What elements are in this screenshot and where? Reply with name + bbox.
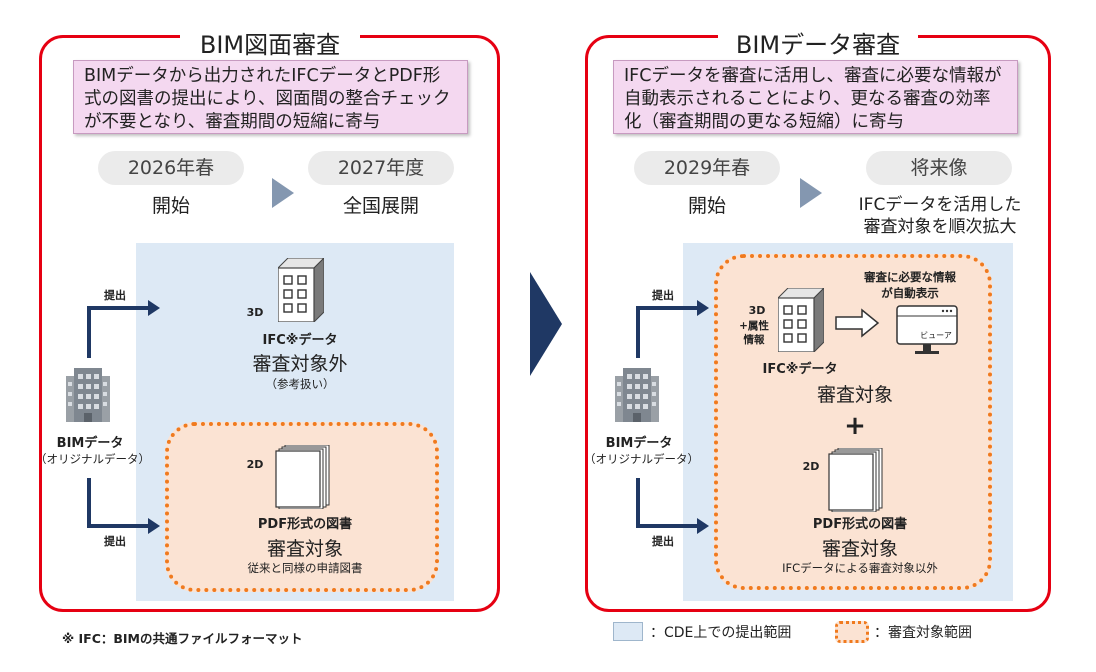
left-arrow-horizontal-bottom <box>87 524 149 528</box>
left-ifc-dim: 3D <box>246 306 264 319</box>
right-timeline-period-1: 2029年春 <box>634 151 780 185</box>
legend-cde-swatch <box>613 622 643 641</box>
arrow-head-icon <box>148 300 160 316</box>
left-submit-top: 提出 <box>104 289 126 302</box>
left-arrow-vertical-top <box>87 308 91 358</box>
timeline-chevron-icon <box>272 178 294 208</box>
left-source-sub: （オリジナルデータ） <box>35 452 150 466</box>
right-source-sub: （オリジナルデータ） <box>584 452 699 466</box>
left-ifc-note: （参考扱い） <box>265 377 335 391</box>
right-ifc-status: 審査対象 <box>816 384 893 406</box>
right-submit-bottom: 提出 <box>652 535 674 548</box>
auto-display-line2: が自動表示 <box>881 286 939 300</box>
left-timeline-label-1: 開始 <box>151 195 190 217</box>
left-pdf-dim: 2D <box>246 458 264 471</box>
document-stack-icon <box>828 448 883 512</box>
right-source-name: BIMデータ <box>605 436 673 451</box>
right-arrow-horizontal-top <box>636 306 698 310</box>
right-pdf-note: IFCデータによる審査対象以外 <box>782 561 938 575</box>
auto-display-line1: 審査に必要な情報 <box>864 270 956 284</box>
left-timeline-label-2: 全国展開 <box>342 195 419 217</box>
left-ifc-status: 審査対象外 <box>252 353 348 375</box>
arrow-head-icon <box>697 300 709 316</box>
bim-building-icon <box>66 368 110 422</box>
timeline-chevron-icon <box>800 178 822 208</box>
right-description: IFCデータを審査に活用し、審査に必要な情報が自動表示されることにより、更なる審… <box>613 60 1018 134</box>
right-ifc-attr1: +属性 <box>739 320 769 332</box>
ifc-building-icon <box>278 258 324 322</box>
right-arrow-vertical-bottom <box>636 478 640 528</box>
arrow-head-icon <box>148 518 160 534</box>
ifc-building-icon <box>778 288 824 352</box>
document-stack-icon <box>275 445 330 509</box>
left-arrow-horizontal-top <box>87 306 149 310</box>
right-ifc-name: IFC※データ <box>762 362 838 377</box>
right-pdf-status: 審査対象 <box>821 538 898 560</box>
right-arrow-horizontal-bottom <box>636 524 698 528</box>
left-pdf-name: PDF形式の図書 <box>257 517 353 532</box>
left-timeline-period-2: 2027年度 <box>308 151 454 185</box>
arrow-head-icon <box>697 518 709 534</box>
right-pdf-name: PDF形式の図書 <box>812 517 908 532</box>
left-pdf-status: 審査対象 <box>266 538 343 560</box>
left-panel-title: BIM図面審査 <box>180 30 360 60</box>
left-timeline-period-1: 2026年春 <box>98 151 244 185</box>
right-timeline-label-1: 開始 <box>687 195 726 217</box>
hollow-arrow-icon <box>835 308 880 338</box>
right-submit-top: 提出 <box>652 289 674 302</box>
viewer-label: ビューア <box>920 331 952 340</box>
footnote: ※ IFC：BIMの共通ファイルフォーマット <box>62 631 303 646</box>
legend-review-label: ：審査対象範囲 <box>874 625 972 641</box>
right-timeline-label-2: IFCデータを活用した <box>858 195 1022 215</box>
bim-building-icon <box>615 368 659 422</box>
right-ifc-attr2: 情報 <box>743 334 765 346</box>
monitor-icon <box>896 305 958 354</box>
left-submit-bottom: 提出 <box>104 535 126 548</box>
left-source-name: BIMデータ <box>56 436 124 451</box>
left-description: BIMデータから出力されたIFCデータとPDF形式の図書の提出により、図面間の整… <box>73 60 468 134</box>
transition-arrow-icon <box>530 272 562 376</box>
left-arrow-vertical-bottom <box>87 478 91 528</box>
legend-cde-label: ：CDE上での提出範囲 <box>650 625 792 641</box>
right-panel-title: BIMデータ審査 <box>718 30 918 60</box>
right-ifc-dim: 3D <box>748 304 766 317</box>
right-pdf-dim: 2D <box>802 460 820 473</box>
left-ifc-name: IFC※データ <box>262 333 338 348</box>
right-arrow-vertical-top <box>636 308 640 358</box>
right-timeline-period-2: 将来像 <box>866 151 1012 185</box>
legend-review-swatch <box>835 621 869 643</box>
left-pdf-note: 従来と同様の申請図書 <box>247 561 363 575</box>
plus-sign: + <box>844 411 866 441</box>
right-timeline-label-2b: 審査対象を順次拡大 <box>863 217 1017 237</box>
